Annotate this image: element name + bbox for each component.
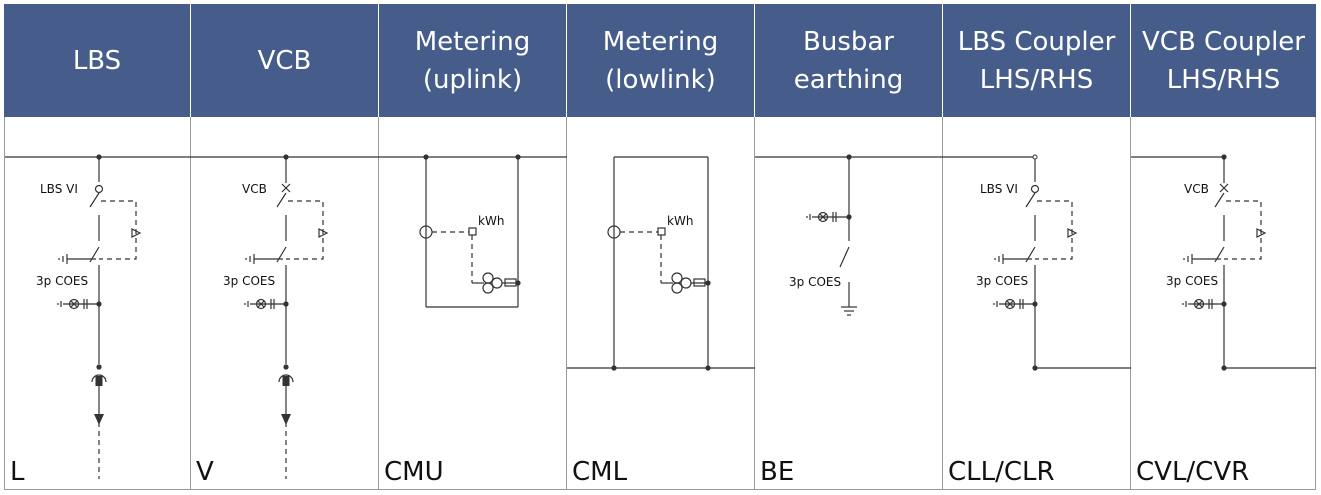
interlock-arrow-icon	[318, 228, 329, 238]
lbs-switch-blade	[89, 192, 100, 208]
interlock-dashed-line	[1035, 200, 1073, 260]
code-label: L	[10, 457, 25, 487]
meter-label: kWh	[478, 214, 504, 228]
coes-switch-blade	[839, 246, 850, 268]
interlock-dashed-line	[99, 200, 137, 260]
cml-single-line-diagram: kWh	[567, 156, 755, 371]
kwh-meter-icon	[657, 227, 666, 236]
code-label: V	[196, 457, 214, 487]
code-label: CML	[572, 457, 628, 487]
cell-lbs-coupler: LBS VI 3p COES CLL/CLR	[943, 117, 1131, 490]
cll-single-line-diagram: LBS VI 3p COES	[943, 154, 1131, 371]
cable-termination-icon	[91, 374, 107, 383]
vcb-switch-blade	[1214, 192, 1225, 208]
indicator-lamp-icon	[1193, 298, 1205, 310]
cell-metering-lowlink: kWh CML	[567, 117, 755, 490]
vi-contact-icon	[1030, 184, 1040, 194]
indicator-lamp-icon	[68, 298, 80, 310]
switch-label: LBS VI	[40, 182, 78, 196]
cable-termination-icon	[278, 374, 294, 383]
interlock-arrow-icon	[1067, 228, 1078, 238]
lbs-switch-blade	[1025, 192, 1036, 208]
coes-label: 3p COES	[1166, 274, 1218, 288]
cmu-single-line-diagram: kWh	[379, 154, 567, 308]
interlock-arrow-icon	[1256, 228, 1267, 238]
coes-label: 3p COES	[36, 274, 88, 288]
code-label: CLL/CLR	[948, 457, 1055, 487]
vcb-switch-blade	[276, 192, 287, 208]
header-busbar-earthing: Busbar earthing	[755, 4, 943, 117]
coes-switch-blade	[276, 246, 287, 263]
cable-arrow-icon	[94, 414, 104, 425]
switch-label: VCB	[242, 182, 267, 196]
cvl-single-line-diagram: VCB 3p COES	[1131, 154, 1316, 371]
code-label: CMU	[384, 457, 444, 487]
coes-label: 3p COES	[789, 275, 841, 289]
header-lbs: LBS	[4, 4, 191, 117]
indicator-lamp-icon	[255, 298, 267, 310]
lbs-single-line-diagram: LBS VI 3p COES	[5, 154, 192, 479]
coes-switch-blade	[89, 246, 100, 263]
header-vcb-coupler: VCB Coupler LHS/RHS	[1131, 4, 1316, 117]
switch-label: VCB	[1184, 182, 1209, 196]
interlock-arrow-icon	[131, 228, 142, 238]
header-metering-uplink: Metering (uplink)	[379, 4, 567, 117]
header-metering-lowlink: Metering (lowlink)	[567, 4, 755, 117]
kwh-meter-icon	[468, 227, 477, 236]
header-vcb: VCB	[191, 4, 379, 117]
meter-label: kWh	[667, 214, 693, 228]
indicator-lamp-icon	[817, 211, 829, 223]
vi-contact-icon	[94, 184, 104, 194]
coes-switch-blade	[1025, 246, 1036, 263]
cell-vcb: VCB 3p COES V	[191, 117, 379, 490]
header-lbs-coupler: LBS Coupler LHS/RHS	[943, 4, 1131, 117]
voltage-transformer-icon	[671, 272, 683, 284]
interlock-dashed-line	[1224, 200, 1262, 260]
interlock-dashed-line	[286, 200, 324, 260]
switch-label: LBS VI	[980, 182, 1018, 196]
indicator-lamp-icon	[1004, 298, 1016, 310]
coes-label: 3p COES	[223, 274, 275, 288]
cable-arrow-icon	[281, 414, 291, 425]
cell-metering-uplink: kWh CMU	[379, 117, 567, 490]
voltage-transformer-icon	[482, 272, 494, 284]
be-single-line-diagram: 3p COES	[755, 154, 943, 316]
code-label: CVL/CVR	[1136, 457, 1250, 487]
cell-busbar-earthing: 3p COES BE	[755, 117, 943, 490]
code-label: BE	[760, 457, 795, 487]
cell-lbs: LBS VI 3p COES L	[4, 117, 192, 490]
coes-label: 3p COES	[976, 274, 1028, 288]
vcb-single-line-diagram: VCB 3p COES	[191, 154, 379, 479]
cell-vcb-coupler: VCB 3p COES CVL/CVR	[1131, 117, 1316, 490]
coes-switch-blade	[1214, 246, 1225, 263]
